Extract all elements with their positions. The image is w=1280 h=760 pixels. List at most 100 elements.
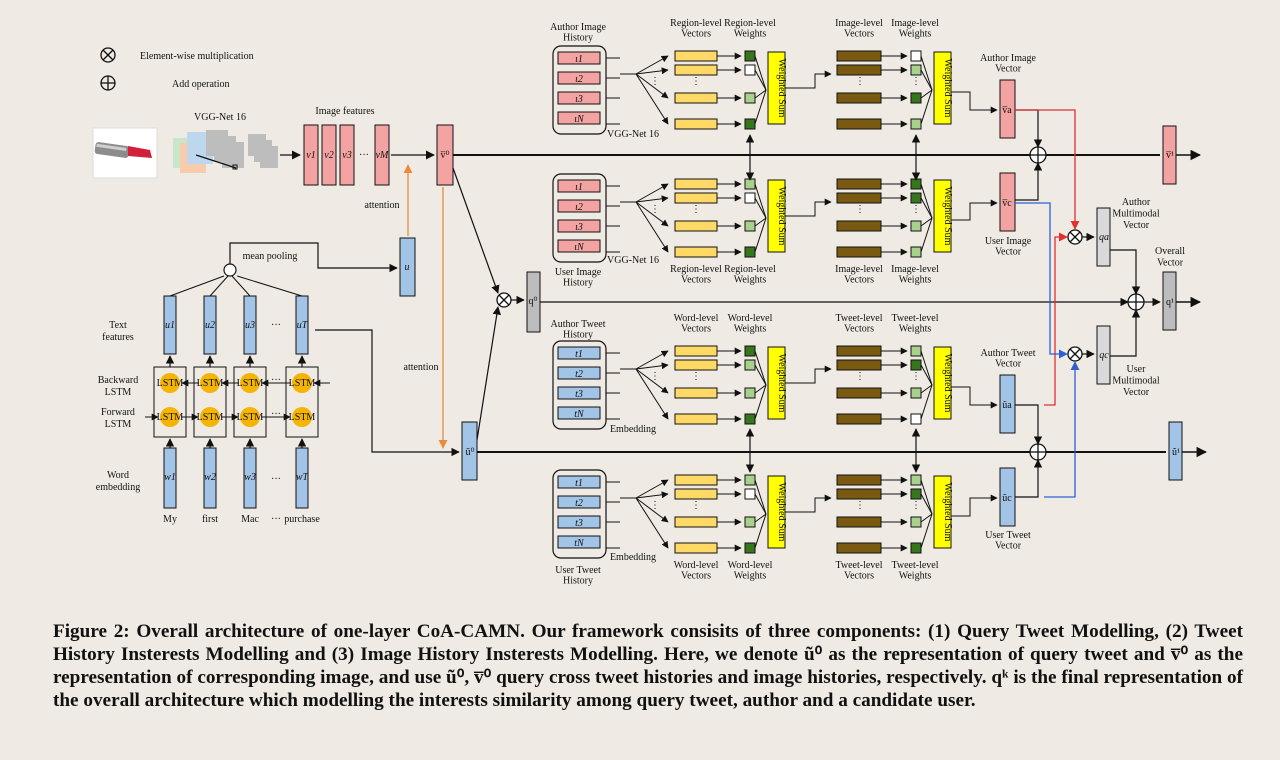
level2-vector (836, 64, 882, 76)
query-word: purchase (284, 514, 320, 525)
encoder-label: Embedding (610, 552, 656, 563)
history-item-label: t2 (575, 498, 583, 509)
image-feature-label: v2 (324, 150, 333, 161)
level2-vector (836, 220, 882, 232)
history-item-label: t2 (575, 369, 583, 380)
weight-arrow (754, 89, 767, 99)
level1-vector (674, 220, 718, 232)
weighted-sum-label: Weighted Sum (942, 483, 953, 542)
image-feature-2 (321, 124, 337, 186)
level2-vector (836, 118, 882, 130)
lstm-label: LSTM (289, 412, 316, 423)
weight-arrow (920, 89, 933, 99)
backward-lstm-cell (200, 373, 220, 393)
weight-arrow (920, 364, 933, 386)
backward-lstm-cell (160, 373, 180, 393)
ellipsis: ⋮ (691, 76, 701, 87)
u1-add-icon (1029, 443, 1047, 461)
history-item-2 (557, 366, 601, 380)
level1-vector (674, 474, 718, 486)
ellipsis: ⋮ (911, 371, 921, 382)
weight-arrow (920, 217, 933, 253)
fan-arrow (635, 368, 669, 420)
weighted-sum-2 (933, 346, 952, 420)
image-feature-label: vM (376, 150, 389, 161)
query-word: My (163, 514, 177, 525)
ellipsis: ··· (271, 409, 281, 420)
level1-vector (674, 516, 718, 528)
level1-vector (674, 50, 718, 62)
ellipsis: ⋮ (650, 500, 660, 511)
v1-add-icon (1029, 146, 1047, 164)
fan-arrow (635, 73, 669, 99)
weighted-sum-2 (933, 179, 952, 253)
ellipsis: ⋮ (650, 371, 660, 382)
history-item-label: t1 (575, 478, 583, 489)
history-output-label: v̅c (1002, 198, 1012, 209)
history-item-1 (557, 51, 601, 65)
weight-arrow (920, 89, 933, 125)
encoder-label: Embedding (610, 424, 656, 435)
arrow (785, 198, 832, 217)
history-container (552, 173, 607, 263)
level1-weight (744, 413, 756, 425)
lstm-label: LSTM (237, 412, 264, 423)
weight-arrow (920, 69, 933, 91)
level1-weight (744, 246, 756, 258)
history-item-3 (557, 386, 601, 400)
qc-vector (1096, 325, 1111, 385)
history-item-label: ι2 (575, 74, 583, 85)
weight-arrow (754, 493, 767, 515)
level1-vector (674, 345, 718, 357)
q1-vector (1162, 271, 1177, 331)
level1-weight (744, 92, 756, 104)
level1-vector (674, 359, 718, 371)
level1-weight (744, 118, 756, 130)
legend: Element-wise multiplication Add operatio… (100, 47, 254, 91)
weight-arrow (754, 197, 767, 219)
level2-weight (910, 345, 922, 357)
level2-vector (836, 92, 882, 104)
vgg-label: VGG-Net 16 (194, 112, 246, 123)
level1-weight (744, 516, 756, 528)
word-embedding-label: w1 (164, 472, 176, 483)
lstm-block: u1w1LSTMLSTMu2w2LSTMLSTMu3w3LSTMLSTMuTwT… (145, 275, 330, 525)
fan-arrow (635, 73, 669, 125)
q0-label: q⁰ (528, 296, 537, 307)
weight-arrow (920, 217, 933, 227)
level1-vector (674, 542, 718, 554)
weight-arrow (920, 513, 933, 523)
ellipsis: ⋮ (855, 371, 865, 382)
level2-weight (910, 192, 922, 204)
history-item-2 (557, 199, 601, 213)
u-vector (399, 237, 416, 297)
history-output-label: ũa (1002, 400, 1012, 411)
legend-add-label: Add operation (172, 79, 230, 90)
level2-vector (836, 488, 882, 500)
fan-arrow (635, 201, 669, 253)
history-item-label: ι3 (575, 222, 583, 233)
fan-arrow (635, 368, 669, 394)
weight-arrow (920, 197, 933, 219)
text-feature-label: u1 (165, 320, 175, 331)
history-output-vector (999, 374, 1016, 434)
history-container (552, 340, 607, 430)
image-features-title: Image features (315, 106, 374, 117)
history-item-4 (557, 111, 601, 125)
history-item-label: tN (574, 538, 585, 549)
arrow (951, 494, 998, 517)
